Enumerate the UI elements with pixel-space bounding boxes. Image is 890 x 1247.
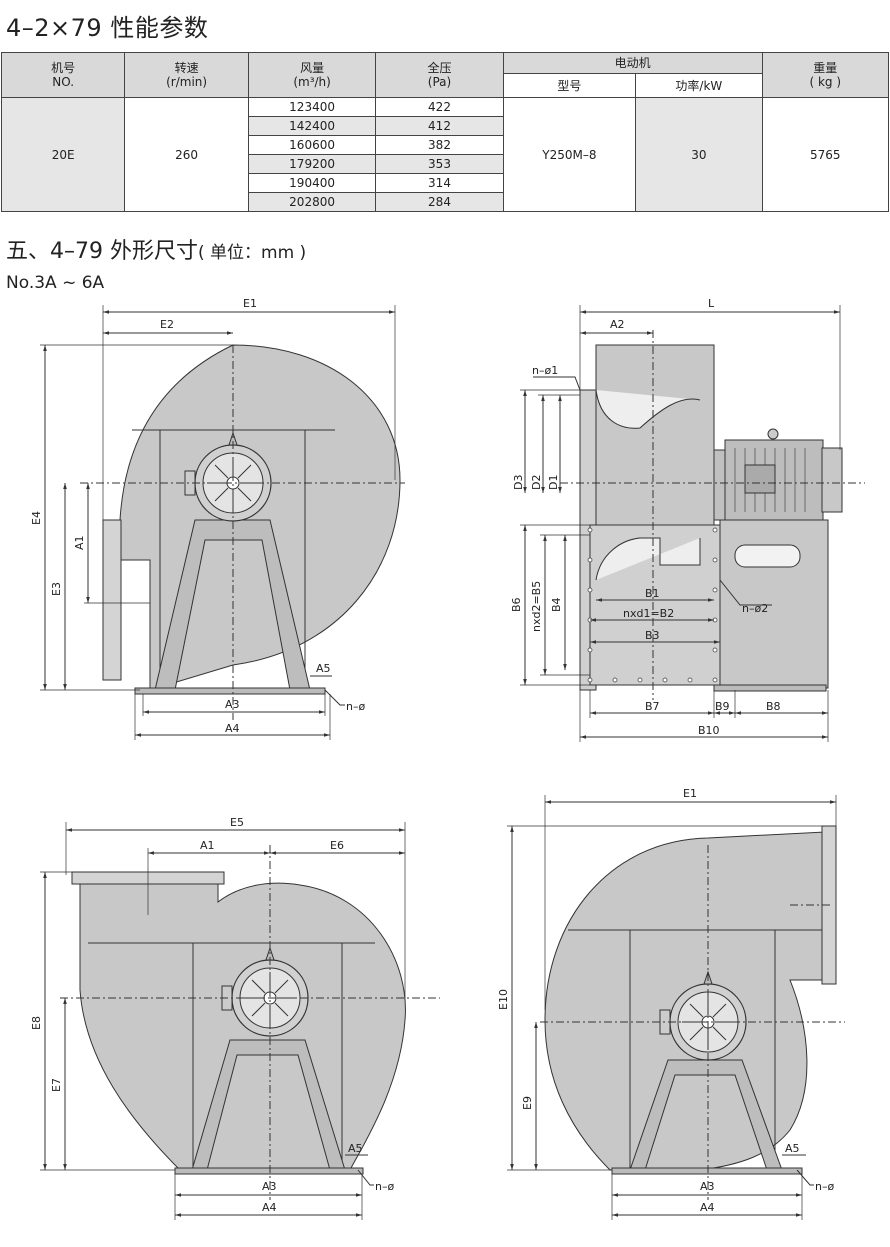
label-e7: E7	[50, 1078, 63, 1092]
label-d3: D3	[512, 475, 525, 490]
label-e3: E3	[50, 582, 63, 596]
cell-pressure: 314	[375, 173, 504, 193]
header-power: 功率/kW	[635, 73, 763, 98]
label-e8: E8	[30, 1016, 43, 1030]
label-b10: B10	[698, 724, 720, 737]
label-nxd2: nxd2=B5	[530, 581, 543, 632]
label-e2: E2	[160, 318, 174, 331]
label-a4: A4	[700, 1201, 715, 1214]
front-view-outlet-up-labels: E5 A1 E6 E8 E7 A5 n–ø A3 A4	[30, 816, 394, 1214]
label-d1: D1	[547, 475, 560, 490]
label-n-phi1: n–ø1	[532, 364, 558, 377]
front-view-drawing	[40, 305, 405, 740]
cell-power: 30	[635, 97, 763, 212]
section-title: 五、4–79 外形尺寸( 单位：mm )	[6, 239, 307, 264]
side-view-drawing	[520, 305, 865, 742]
label-b7: B7	[645, 700, 660, 713]
label-b6: B6	[510, 597, 523, 612]
side-view-labels: L A2 n–ø1 D3 D2 D1 B1 nxd1=B2 B3 B6 nxd2…	[510, 297, 781, 737]
label-e4: E4	[30, 511, 43, 525]
cell-weight: 5765	[761, 97, 890, 212]
cell-pressure: 284	[375, 192, 504, 212]
header-flow: 风量(m³/h)	[247, 52, 377, 98]
cell-pressure: 382	[375, 135, 504, 155]
page-title: 4–2×79 性能参数	[6, 14, 209, 42]
label-b1: B1	[645, 587, 660, 600]
label-a4: A4	[262, 1201, 277, 1214]
label-n-phi: n–ø	[815, 1180, 834, 1193]
cell-flow: 190400	[247, 173, 377, 193]
label-a2: A2	[610, 318, 625, 331]
front-view-outlet-up-drawing	[40, 822, 440, 1220]
label-a1: A1	[73, 535, 86, 550]
rear-view-drawing	[507, 795, 845, 1220]
table-subheader-row: 型号 功率/kW	[2, 73, 889, 98]
label-b8: B8	[766, 700, 781, 713]
cell-speed: 260	[124, 97, 249, 212]
cell-flow: 123400	[247, 97, 377, 117]
label-b3: B3	[645, 629, 660, 642]
label-n-phi2: n–ø2	[742, 602, 768, 615]
label-a5: A5	[316, 662, 331, 675]
header-model: 型号	[502, 73, 637, 98]
model-range: No.3A ~ 6A	[6, 273, 105, 293]
label-a1: A1	[200, 839, 215, 852]
rear-view-labels: E1 E10 E9 A5 n–ø A3 A4	[497, 787, 834, 1214]
front-view-labels: E1 E2 E4 E3 A1 A5 n–ø A3 A4	[30, 297, 365, 735]
label-e9: E9	[521, 1096, 534, 1110]
cell-flow: 142400	[247, 116, 377, 136]
cell-no: 20E	[0, 97, 126, 212]
cell-flow: 202800	[247, 192, 377, 212]
label-e6: E6	[330, 839, 344, 852]
header-motor: 电动机	[502, 51, 763, 75]
table-row: 20E 260 123400 422 Y250M–8 30 5765	[0, 97, 890, 212]
label-a5: A5	[348, 1142, 363, 1155]
label-a5: A5	[785, 1142, 800, 1155]
label-a4: A4	[225, 722, 240, 735]
label-b4: B4	[550, 597, 563, 612]
label-e1: E1	[683, 787, 697, 800]
cell-pressure: 412	[375, 116, 504, 136]
label-e10: E10	[497, 989, 510, 1010]
header-weight: 重量( kg )	[761, 52, 890, 98]
label-n-phi: n–ø	[346, 700, 365, 713]
label-d2: D2	[530, 475, 543, 490]
label-a3: A3	[262, 1180, 277, 1193]
label-b9: B9	[715, 700, 730, 713]
label-l: L	[708, 297, 715, 310]
label-e5: E5	[230, 816, 244, 829]
label-a3: A3	[700, 1180, 715, 1193]
label-nxd1: nxd1=B2	[623, 607, 674, 620]
label-n-phi: n–ø	[375, 1180, 394, 1193]
label-e1: E1	[243, 297, 257, 310]
cell-model: Y250M–8	[502, 97, 637, 212]
label-a3: A3	[225, 698, 240, 711]
